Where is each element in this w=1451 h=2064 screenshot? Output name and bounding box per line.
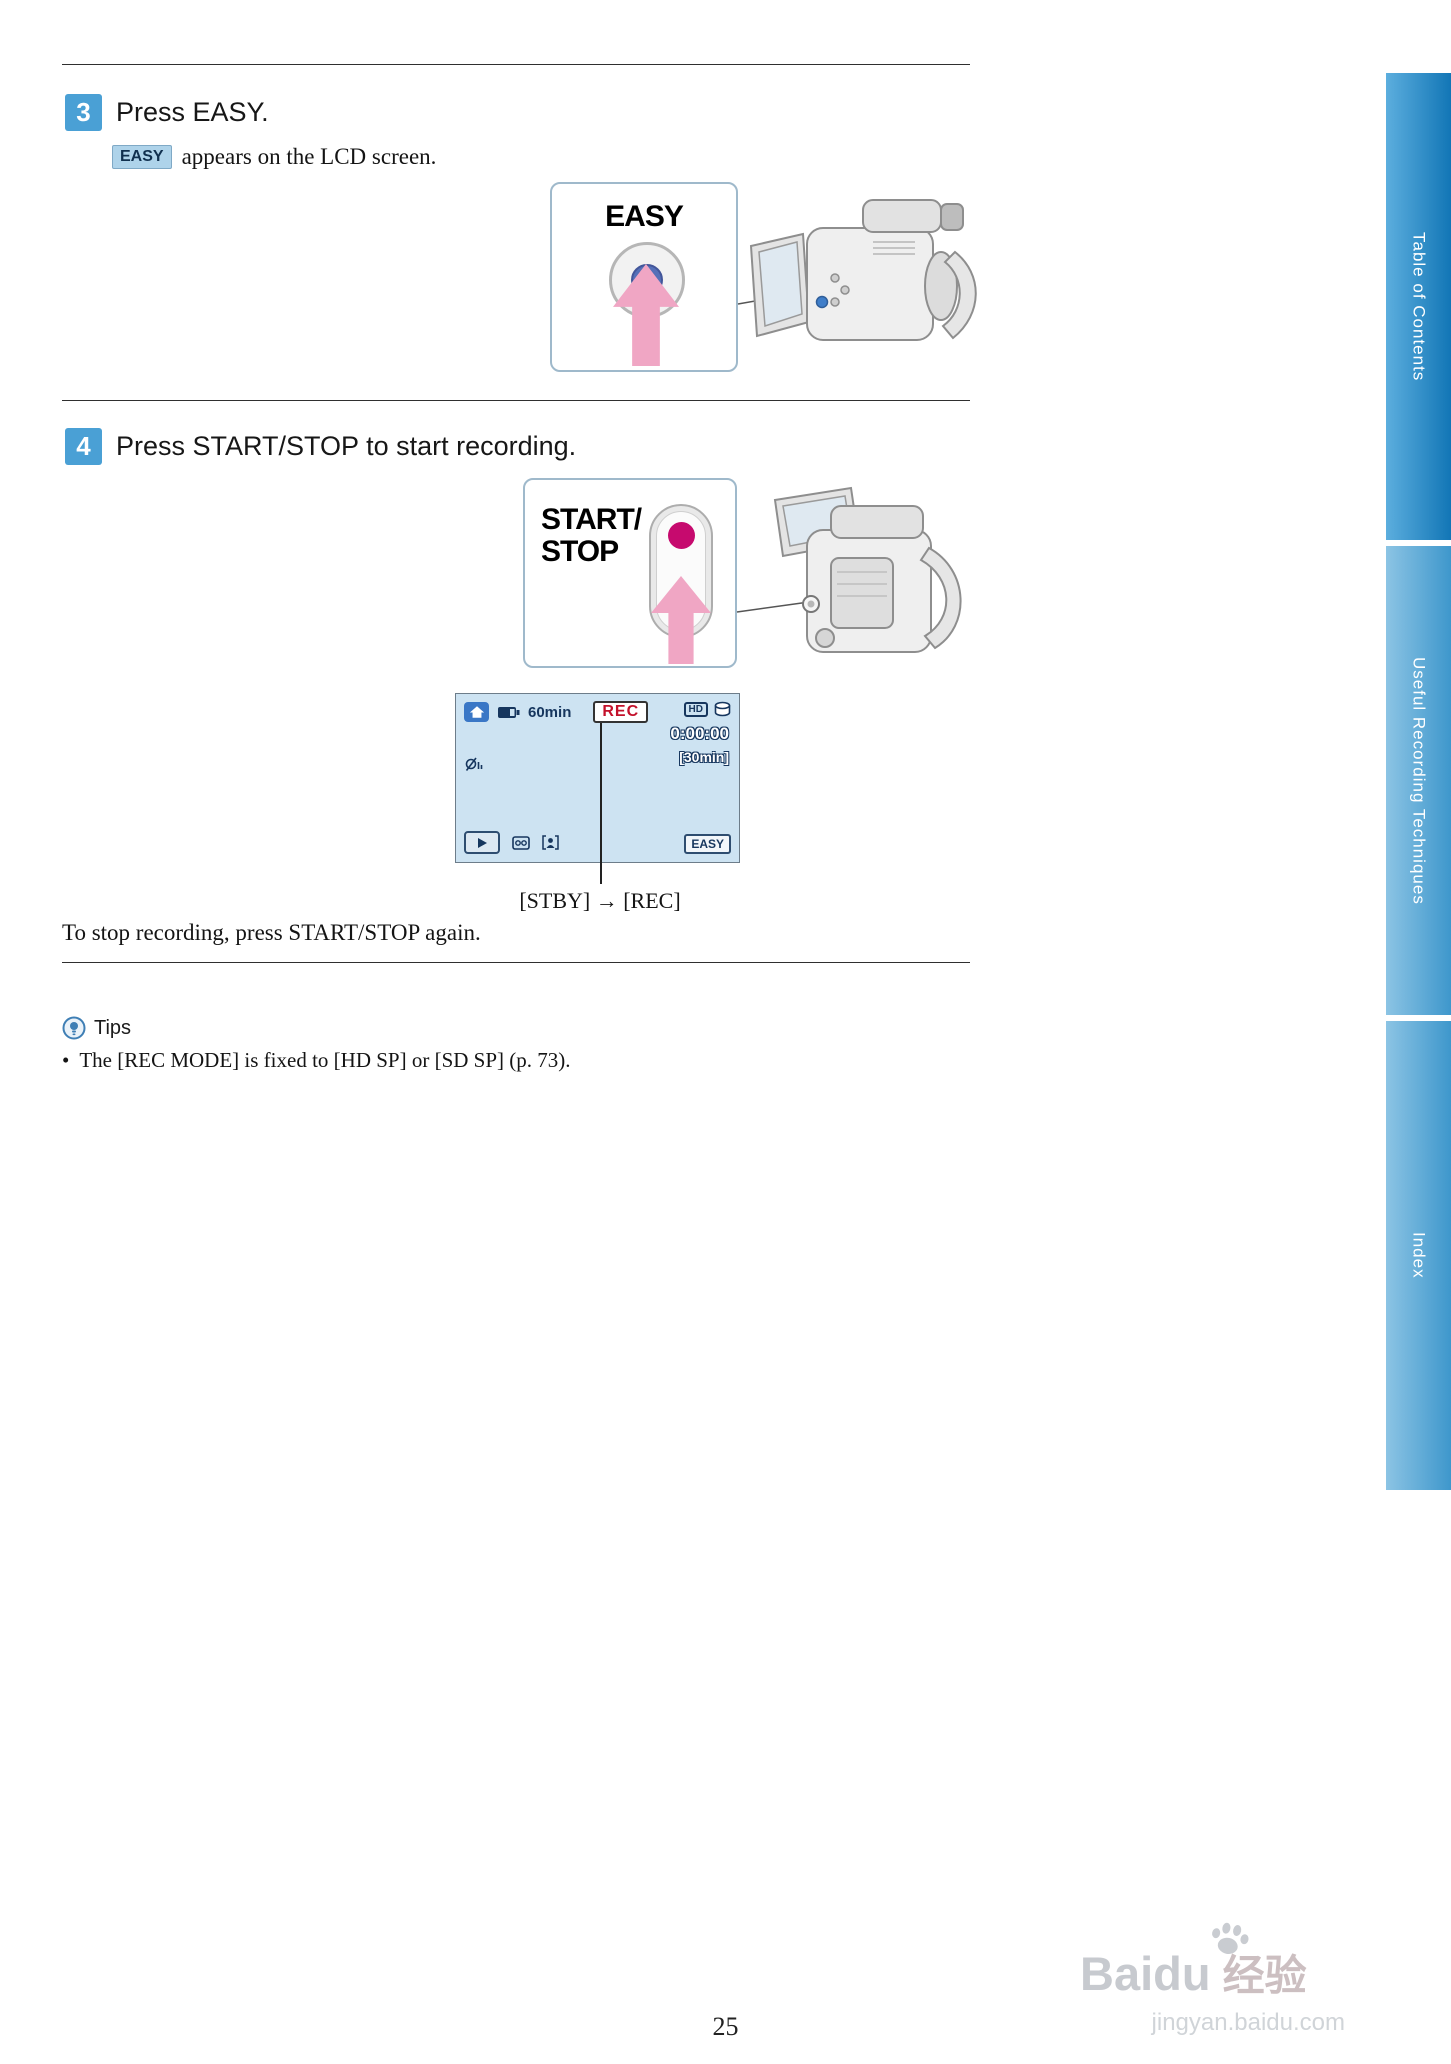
page-number: 25 bbox=[712, 2012, 739, 2041]
step-3-text: appears on the LCD screen. bbox=[181, 144, 437, 169]
easy-button-callout: EASY bbox=[550, 182, 738, 372]
play-icon bbox=[477, 837, 487, 848]
face-detection-icon bbox=[542, 835, 559, 850]
rec-badge: REC bbox=[593, 701, 649, 723]
tab-label: Table of Contents bbox=[1409, 231, 1429, 382]
bullet: • bbox=[62, 1048, 70, 1072]
home-icon bbox=[464, 702, 489, 722]
rec-pointer-line bbox=[600, 723, 602, 884]
tip-text: The [REC MODE] is fixed to [HD SP] or [S… bbox=[79, 1048, 571, 1072]
status-icon bbox=[465, 756, 483, 778]
record-dot bbox=[668, 522, 695, 549]
easy-illustration: EASY bbox=[550, 182, 1010, 382]
start-stop-label-line2: STOP bbox=[541, 535, 619, 568]
easy-button-label: EASY bbox=[605, 200, 684, 233]
camcorder-illustration bbox=[773, 486, 962, 653]
view-images-button bbox=[464, 831, 500, 854]
easy-indicator-badge: EASY bbox=[112, 145, 172, 169]
sidebar-tab-useful-recording-techniques[interactable]: Useful Recording Techniques bbox=[1386, 546, 1451, 1015]
watermark-url: jingyan.baidu.com bbox=[1151, 2009, 1345, 2036]
tab-label: Index bbox=[1409, 1232, 1429, 1279]
sidebar-tab-table-of-contents[interactable]: Table of Contents bbox=[1386, 73, 1451, 540]
start-stop-label-line1: START/ bbox=[541, 503, 642, 536]
step-3-heading: 3 Press EASY. bbox=[65, 94, 269, 131]
battery-icon bbox=[498, 706, 520, 718]
watermark: Baidu 经验 jingyan.baidu.com bbox=[1080, 1922, 1345, 2037]
tips-heading: Tips bbox=[62, 1016, 131, 1040]
start-stop-illustration: START/ STOP bbox=[523, 478, 1023, 683]
lcd-bottom-row bbox=[464, 831, 559, 854]
tips-icon bbox=[62, 1016, 86, 1040]
watermark-suffix: 经验 bbox=[1222, 1952, 1307, 1999]
easy-badge: EASY bbox=[684, 834, 731, 854]
disc-icon bbox=[714, 701, 731, 717]
divider bbox=[62, 64, 970, 65]
step-number-badge: 3 bbox=[65, 94, 102, 131]
lcd-top-right: HD bbox=[683, 701, 731, 717]
step-4-heading: 4 Press START/STOP to start recording. bbox=[65, 428, 576, 465]
sidebar-tab-index[interactable]: Index bbox=[1386, 1021, 1451, 1490]
lcd-screen: 60min REC HD 0:00:00 [30min] bbox=[455, 693, 740, 863]
tab-label: Useful Recording Techniques bbox=[1409, 656, 1429, 905]
recording-counter: 0:00:00 bbox=[670, 724, 729, 743]
watermark-brand: Baidu bbox=[1080, 1947, 1211, 2000]
tips-title: Tips bbox=[94, 1016, 132, 1039]
divider bbox=[62, 962, 970, 963]
camcorder-illustration bbox=[749, 199, 977, 341]
step-number-badge: 4 bbox=[65, 428, 102, 465]
lcd-top-row: 60min REC bbox=[464, 701, 649, 723]
divider bbox=[62, 400, 970, 401]
paw-icon bbox=[1212, 1922, 1249, 1954]
start-stop-callout: START/ STOP bbox=[523, 478, 737, 668]
film-icon bbox=[512, 835, 530, 850]
remaining-capacity: [30min] bbox=[679, 749, 729, 765]
hd-badge: HD bbox=[683, 701, 708, 717]
stby-rec-caption: [STBY] → [REC] bbox=[519, 888, 681, 913]
step-title: Press EASY. bbox=[116, 97, 269, 127]
step-3-description: EASY appears on the LCD screen. bbox=[112, 144, 436, 170]
tip-item: • The [REC MODE] is fixed to [HD SP] or … bbox=[62, 1048, 571, 1073]
step-title: Press START/STOP to start recording. bbox=[116, 431, 577, 461]
remaining-minutes: 60min bbox=[528, 703, 572, 721]
stop-recording-note: To stop recording, press START/STOP agai… bbox=[62, 920, 481, 945]
